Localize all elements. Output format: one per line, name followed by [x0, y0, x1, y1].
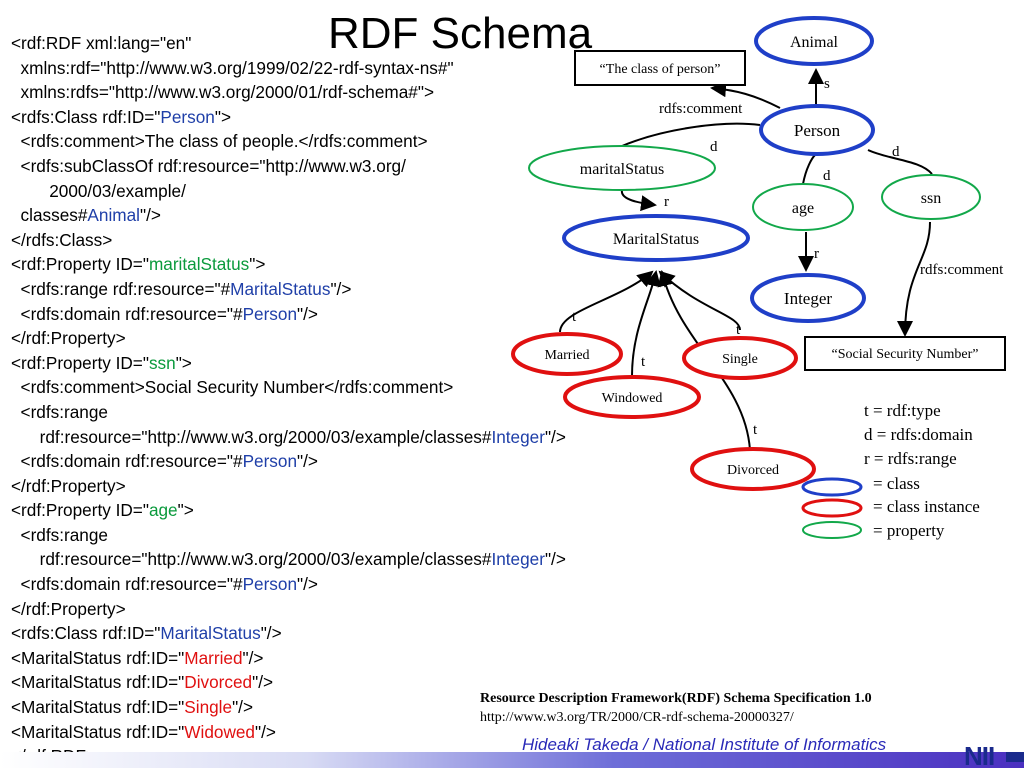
svg-text:Single: Single [722, 352, 758, 367]
node-age: age [752, 183, 854, 231]
code-line: <MaritalStatus rdf:ID="Single"/> [11, 697, 253, 718]
literal-class-of-person-box [574, 50, 746, 86]
node-ssn: ssn [881, 174, 981, 220]
legend-class-swatch [801, 477, 863, 497]
code-line: <rdfs:range [11, 524, 108, 545]
slide-title: RDF Schema [328, 9, 593, 58]
legend-property: = property [873, 521, 945, 540]
edge-label-t-married: t [572, 309, 577, 325]
svg-text:Married: Married [544, 348, 589, 363]
code-line: <MaritalStatus rdf:ID="Divorced"/> [11, 672, 274, 693]
reference-title: Resource Description Framework(RDF) Sche… [480, 691, 872, 706]
reference: Resource Description Framework(RDF) Sche… [480, 689, 872, 727]
svg-text:ssn: ssn [921, 190, 941, 207]
svg-text:MaritalStatus: MaritalStatus [613, 231, 699, 248]
edge-label-comment-ssn: rdfs:comment [920, 262, 1004, 278]
nii-logo: NII [964, 741, 995, 771]
code-line: xmlns:rdf="http://www.w3.org/1999/02/22-… [11, 57, 454, 78]
edge-label-t-single: t [736, 322, 741, 338]
edge-label-r-marital: r [664, 194, 669, 210]
diagram-edges [559, 68, 933, 451]
edge-age-domain [802, 154, 816, 185]
legend-instance-swatch [801, 498, 863, 518]
code-line: rdf:resource="http://www.w3.org/2000/03/… [11, 426, 566, 447]
legend-r: r = rdfs:range [864, 449, 957, 468]
svg-text:Person: Person [794, 121, 841, 140]
code-line: <rdfs:domain rdf:resource="#Person"/> [11, 303, 318, 324]
edge-ssn-comment [897, 221, 931, 337]
legend-class: = class [873, 474, 920, 493]
node-marital-status-property: maritalStatus [528, 145, 716, 191]
code-line: </rdf:Property> [11, 328, 126, 349]
code-line: <rdfs:Class rdf:ID="Person"> [11, 106, 231, 127]
code-line: </rdf:Property> [11, 475, 126, 496]
literal-class-of-person: “The class of person” [600, 62, 721, 77]
edge-married-type [559, 270, 654, 333]
node-marital-status-class: MaritalStatus [562, 214, 750, 262]
nii-logo-mark [1006, 752, 1024, 762]
node-single: Single [682, 336, 798, 380]
code-line: <rdf:RDF xml:lang="en" [11, 33, 192, 53]
node-divorced: Divorced [690, 447, 816, 491]
edge-label-t-windowed: t [641, 354, 646, 370]
node-married: Married [511, 332, 623, 376]
svg-text:maritalStatus: maritalStatus [580, 161, 664, 178]
legend: t = rdf:type d = rdfs:domain r = rdfs:ra… [801, 401, 980, 540]
rdf-xml-code: <rdf:RDF xml:lang="en" xmlns:rdf="http:/… [11, 31, 566, 769]
edge-label-d-ssn: d [892, 144, 900, 160]
svg-text:Animal: Animal [790, 34, 839, 51]
code-line: <rdfs:range rdf:resource="#MaritalStatus… [11, 278, 352, 299]
code-line: <MaritalStatus rdf:ID="Married"/> [11, 647, 264, 668]
edge-label-s: s [824, 76, 830, 92]
footer-bar [0, 752, 1024, 768]
code-line: <rdf:Property ID="maritalStatus"> [11, 254, 266, 275]
edge-label-d-marital: d [710, 139, 718, 155]
author-credit: Hideaki Takeda / National Institute of I… [522, 735, 887, 754]
code-line: <rdfs:comment>The class of people.</rdfs… [11, 131, 428, 152]
edge-label-r-age: r [814, 246, 819, 262]
code-line: <rdfs:subClassOf rdf:resource="http://ww… [11, 155, 406, 176]
edge-label-t-divorced: t [753, 422, 758, 438]
code-line: xmlns:rdfs="http://www.w3.org/2000/01/rd… [11, 82, 434, 103]
literal-ssn-box [804, 336, 1006, 371]
edge-ssn-domain [867, 149, 933, 175]
edge-marital-domain [621, 122, 761, 147]
legend-t: t = rdf:type [864, 401, 941, 420]
code-line: <rdf:Property ID="age"> [11, 500, 194, 521]
reference-url[interactable]: http://www.w3.org/TR/2000/CR-rdf-schema-… [480, 710, 794, 725]
node-animal: Animal [754, 16, 874, 66]
edge-windowed-type [631, 270, 661, 377]
svg-text:Integer: Integer [784, 289, 832, 308]
code-line: <MaritalStatus rdf:ID="Widowed"/> [11, 721, 276, 742]
code-line: 2000/03/example/ [11, 180, 186, 201]
node-integer: Integer [750, 273, 866, 323]
code-line: rdf:resource="http://www.w3.org/2000/03/… [11, 549, 566, 570]
code-line: <rdfs:domain rdf:resource="#Person"/> [11, 574, 318, 595]
code-line: <rdfs:domain rdf:resource="#Person"/> [11, 451, 318, 472]
svg-text:age: age [792, 200, 814, 217]
code-line: </rdf:Property> [11, 598, 126, 619]
svg-text:Windowed: Windowed [602, 391, 663, 406]
legend-d: d = rdfs:domain [864, 425, 973, 444]
code-line: <rdfs:Class rdf:ID="MaritalStatus"/> [11, 623, 282, 644]
edge-person-comment [710, 81, 781, 109]
code-line: <rdfs:comment>Social Security Number</rd… [11, 377, 454, 398]
edge-labels: s rdfs:comment d d d r r rdfs:comment t … [572, 76, 1004, 438]
legend-property-swatch [802, 521, 862, 539]
node-person: Person [759, 104, 875, 156]
edge-marital-range [620, 189, 657, 212]
code-line: <rdfs:range [11, 401, 108, 422]
code-line: </rdfs:Class> [11, 229, 113, 250]
literal-social-security-number: “Social Security Number” [832, 347, 979, 362]
code-line: classes#Animal"/> [11, 205, 161, 226]
node-windowed: Windowed [563, 375, 701, 419]
legend-instance: = class instance [873, 497, 980, 516]
edge-label-comment-person: rdfs:comment [659, 101, 743, 117]
svg-text:Divorced: Divorced [727, 463, 779, 478]
code-line: <rdf:Property ID="ssn"> [11, 352, 192, 373]
edge-label-d-age: d [823, 168, 831, 184]
